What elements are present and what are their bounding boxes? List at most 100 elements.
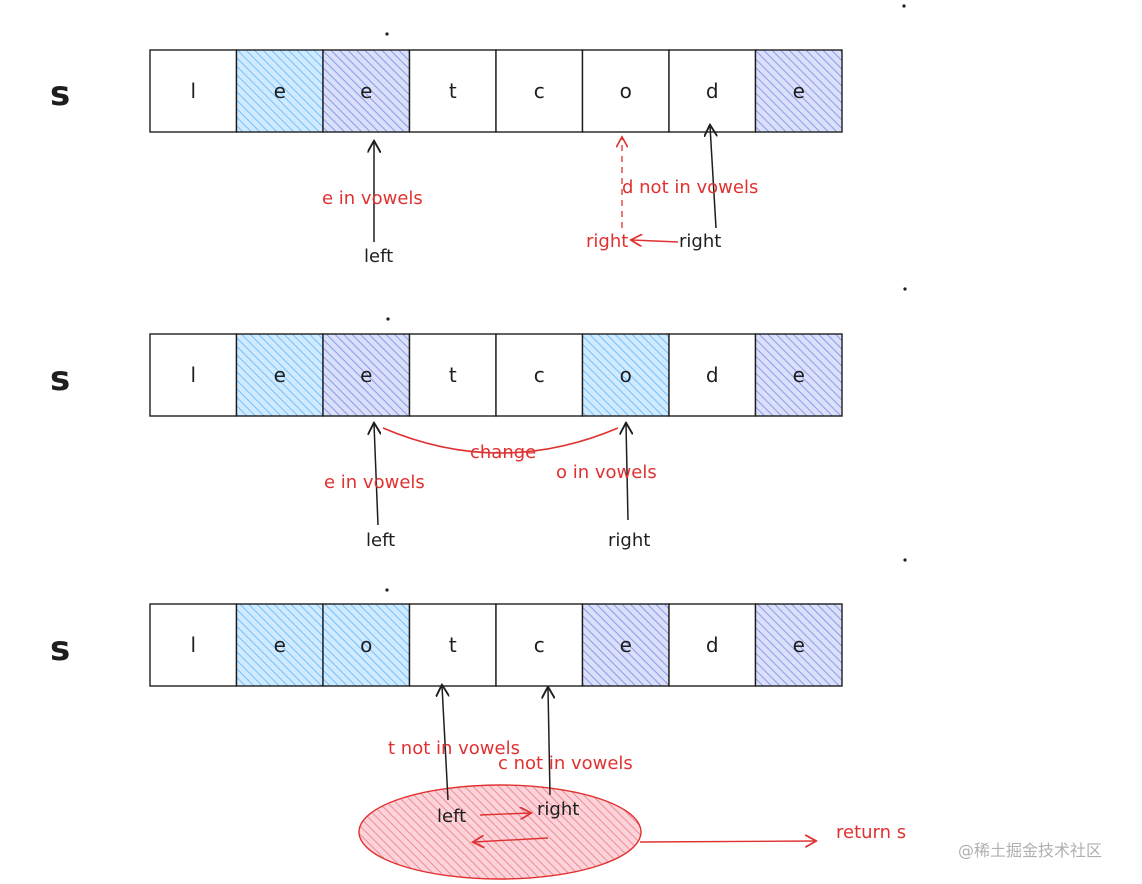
char-cell-box — [149, 333, 238, 417]
char-cell-letter: d — [706, 633, 719, 657]
char-cell: l — [149, 603, 238, 687]
char-cell-box — [408, 49, 497, 133]
char-cell-letter: c — [534, 633, 545, 657]
char-cell-box — [408, 333, 497, 417]
char-cell: l — [149, 333, 238, 417]
left-note: e in vowels — [322, 188, 423, 209]
char-cell-box — [235, 333, 324, 417]
char-cell-letter: o — [360, 633, 372, 657]
termination-ellipse — [358, 784, 642, 880]
decorative-dots — [385, 4, 907, 592]
char-cell: c — [495, 333, 584, 417]
char-cell: e — [235, 603, 324, 687]
char-cell-box — [668, 49, 757, 133]
right-pointer-label: right — [679, 231, 721, 252]
char-cell-letter: e — [360, 363, 372, 387]
char-cell-letter: d — [706, 79, 719, 103]
char-cell-box — [495, 49, 584, 133]
char-cell: d — [668, 333, 757, 417]
left-note: t not in vowels — [388, 738, 520, 759]
char-cell-box — [495, 603, 584, 687]
left-pointer-label: left — [366, 530, 395, 551]
row-2: s l e e t c o d e change e in vowels o in vowel… — [50, 333, 843, 551]
right-note: d not in vowels — [622, 177, 758, 198]
right-pointer-label: right — [537, 799, 579, 820]
char-cell: c — [495, 49, 584, 133]
row-3: s l e o t c e d e t not in vowels c not in vowe… — [50, 603, 906, 880]
char-cell: o — [581, 49, 670, 133]
char-cell-letter: l — [190, 633, 196, 657]
char-cell: e — [235, 333, 324, 417]
char-cell: e — [322, 49, 411, 133]
char-cell-box — [754, 333, 843, 417]
char-cell-letter: e — [620, 633, 632, 657]
char-cell-letter: e — [793, 79, 805, 103]
right-move-arrow — [474, 838, 549, 842]
char-cell-letter: o — [620, 363, 632, 387]
char-cell: e — [322, 333, 411, 417]
char-cell-box — [235, 49, 324, 133]
char-cell-letter: e — [360, 79, 372, 103]
char-cell-letter: o — [620, 79, 632, 103]
char-cell: o — [322, 603, 411, 687]
left-pointer-arrow — [442, 686, 448, 801]
left-note: e in vowels — [324, 472, 425, 493]
char-cell: t — [408, 333, 497, 417]
char-cell: t — [408, 603, 497, 687]
pointer-move-arrow — [632, 240, 679, 242]
char-cell-box — [581, 49, 670, 133]
char-cell-box — [322, 333, 411, 417]
char-cell: e — [754, 333, 843, 417]
watermark: @稀土掘金技术社区 — [958, 841, 1102, 860]
string-label: s — [50, 359, 70, 399]
char-cell-box — [668, 603, 757, 687]
char-cell-letter: c — [534, 363, 545, 387]
string-label: s — [50, 74, 70, 114]
return-arrow — [639, 841, 815, 842]
char-cell-box — [149, 603, 238, 687]
char-cell-letter: t — [449, 633, 457, 657]
string-label: s — [50, 629, 70, 669]
char-cell-box — [581, 603, 670, 687]
char-cell-box — [322, 603, 411, 687]
right-pointer-arrow — [626, 424, 628, 521]
char-cell-letter: t — [449, 363, 457, 387]
char-cell-letter: t — [449, 79, 457, 103]
right-pointer-label: right — [608, 530, 650, 551]
char-cell-box — [754, 603, 843, 687]
char-cell-letter: e — [793, 633, 805, 657]
char-cell: o — [581, 333, 670, 417]
char-cell: e — [581, 603, 670, 687]
right-note: c not in vowels — [498, 753, 633, 774]
left-move-arrow — [479, 813, 530, 815]
char-cell: l — [149, 49, 238, 133]
char-cell-letter: l — [190, 363, 196, 387]
left-pointer-label: left — [437, 806, 466, 827]
char-cell-letter: l — [190, 79, 196, 103]
char-cell-box — [322, 49, 411, 133]
char-cell-letter: e — [274, 633, 286, 657]
swap-label: change — [470, 442, 536, 463]
char-cell-letter: c — [534, 79, 545, 103]
char-cell-box — [408, 603, 497, 687]
right-pointer-arrow — [548, 688, 550, 796]
char-cell-letter: e — [274, 363, 286, 387]
return-label: return s — [836, 822, 906, 843]
moved-right-pointer-label: right — [586, 231, 628, 252]
char-cell: e — [754, 603, 843, 687]
char-cell-letter: d — [706, 363, 719, 387]
char-cell: c — [495, 603, 584, 687]
swap-curve — [382, 427, 619, 454]
char-cell: e — [754, 49, 843, 133]
right-note: o in vowels — [556, 462, 657, 483]
right-pointer-arrow — [710, 126, 716, 229]
char-cell: d — [668, 49, 757, 133]
char-cell-box — [235, 603, 324, 687]
char-cell-letter: e — [793, 363, 805, 387]
left-pointer-label: left — [364, 246, 393, 267]
